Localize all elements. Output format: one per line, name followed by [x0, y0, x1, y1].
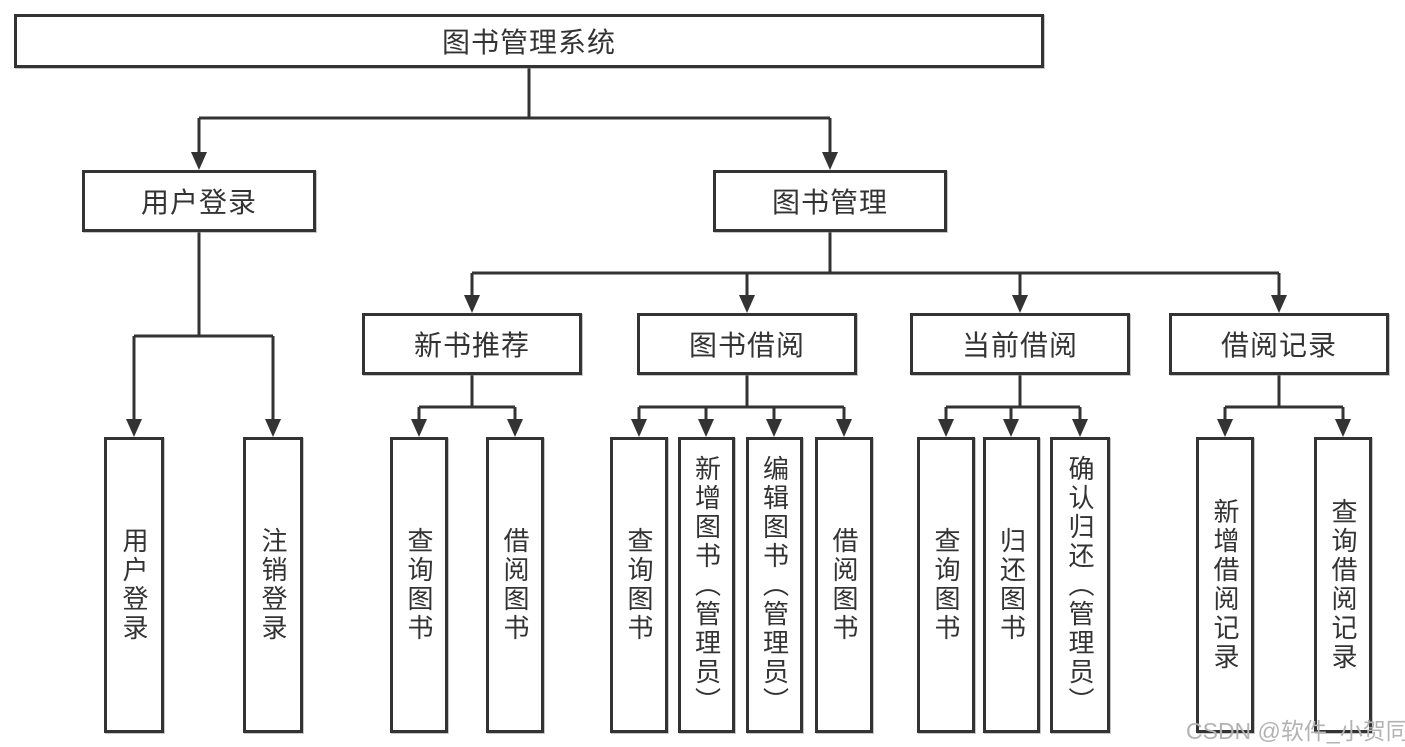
leaf-newbook-query-books: 查询图书	[390, 437, 448, 733]
leaf-current-return-books: 归还图书	[983, 437, 1040, 733]
leaf-user-login: 用户登录	[104, 437, 164, 733]
node-current-borrowing: 当前借阅	[910, 313, 1130, 375]
leaf-newbook-borrow-books: 借阅图书	[486, 437, 544, 733]
leaf-borrowing-borrow-books: 借阅图书	[815, 437, 873, 733]
node-book-management: 图书管理	[713, 170, 947, 232]
node-new-book-recommend: 新书推荐	[362, 313, 582, 375]
node-book-borrowing: 图书借阅	[637, 313, 857, 375]
leaf-records-query-record: 查询借阅记录	[1314, 437, 1372, 733]
leaf-current-confirm-return-admin: 确认归还（管理员）	[1050, 437, 1110, 733]
node-user-login: 用户登录	[82, 170, 316, 232]
leaf-borrowing-add-books-admin: 新增图书（管理员）	[678, 437, 735, 733]
leaf-borrowing-query-books: 查询图书	[610, 437, 668, 733]
node-root-system: 图书管理系统	[14, 14, 1044, 68]
leaf-records-add-record: 新增借阅记录	[1196, 437, 1254, 733]
node-borrowing-records: 借阅记录	[1169, 313, 1389, 375]
leaf-current-query-books: 查询图书	[917, 437, 975, 733]
csdn-watermark: CSDN @软件_小贺同学	[1186, 718, 1405, 744]
leaf-borrowing-edit-books-admin: 编辑图书（管理员）	[746, 437, 803, 733]
leaf-logout: 注销登录	[243, 437, 303, 733]
arrowheads	[126, 152, 1351, 437]
